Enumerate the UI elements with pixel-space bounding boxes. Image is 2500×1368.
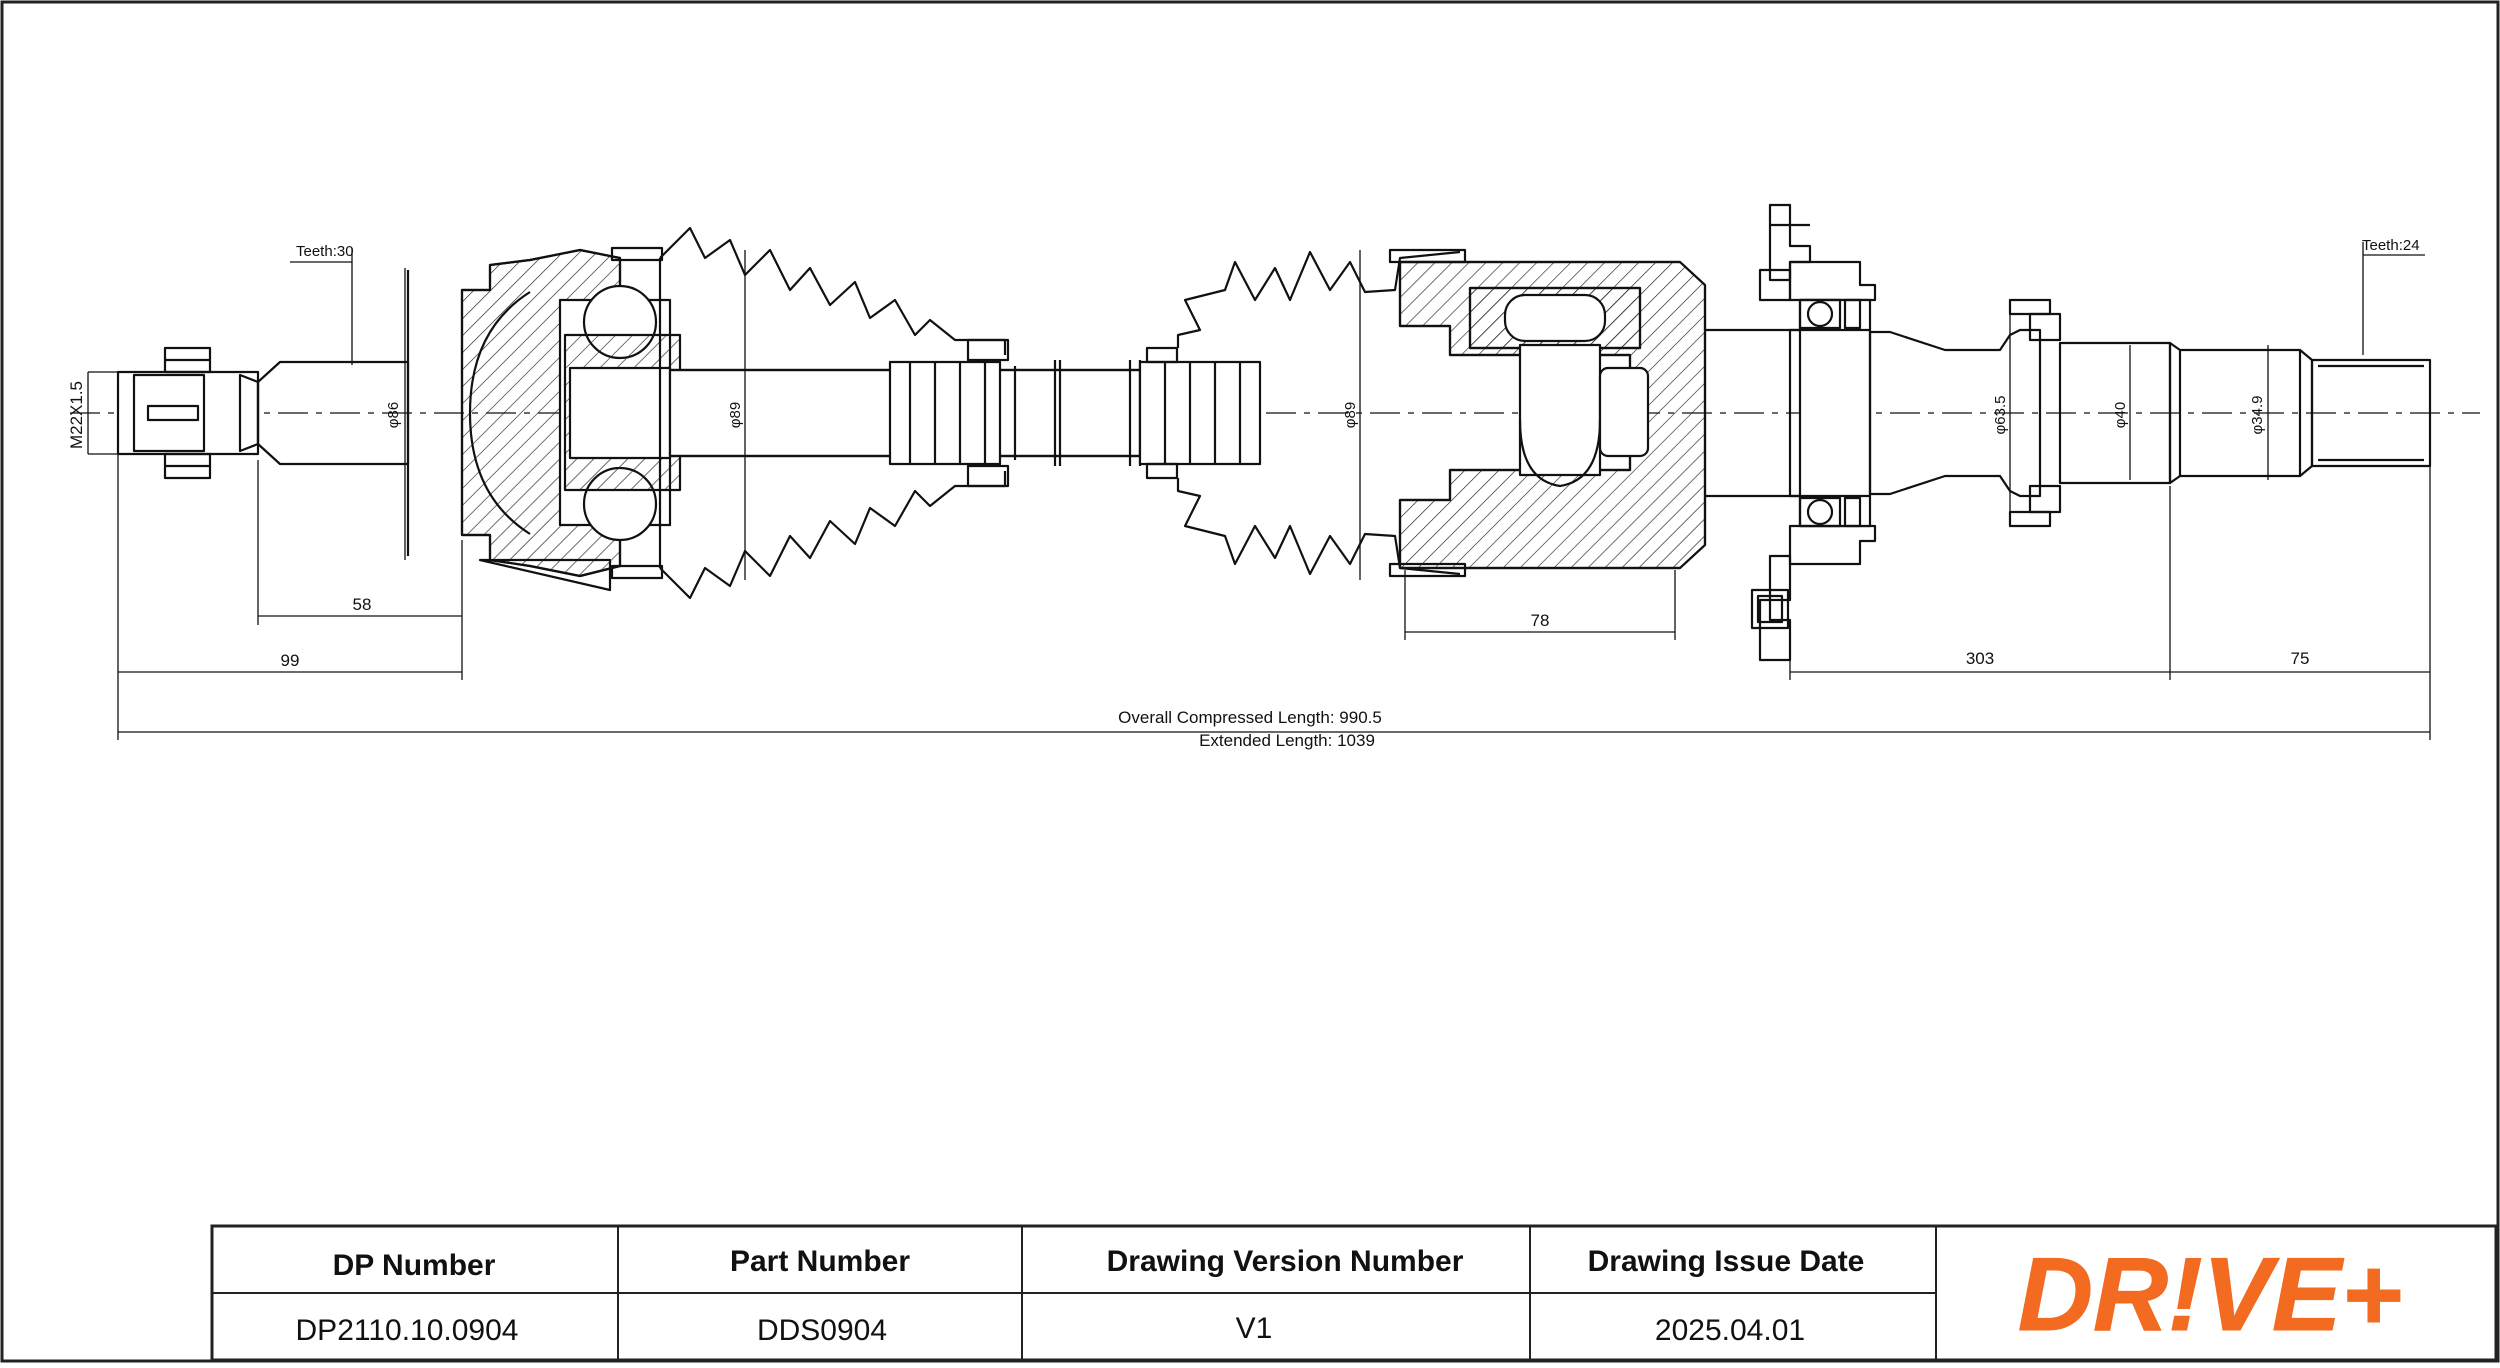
teeth-right-label: Teeth:24 (2362, 237, 2420, 254)
header-drawing-version: Drawing Version Number (1107, 1245, 1464, 1278)
header-drawing-issue-date: Drawing Issue Date (1588, 1245, 1865, 1278)
drive-shaft-drawing (70, 203, 2480, 740)
thread-label: M22X1.5 (67, 381, 86, 449)
value-part-number: DDS0904 (757, 1314, 887, 1347)
dim-d86: φ86 (385, 402, 402, 428)
value-drawing-version: V1 (1236, 1312, 1273, 1345)
dim-58: 58 (353, 595, 372, 614)
dimension-labels: M22X1.5 Teeth:30 Teeth:24 φ86 φ89 φ89 φ6… (67, 237, 2420, 750)
dim-d89-right: φ89 (1342, 402, 1359, 428)
dim-d89-left: φ89 (727, 402, 744, 428)
value-drawing-issue-date: 2025.04.01 (1655, 1314, 1805, 1347)
bearing-bracket (1750, 203, 1877, 662)
dimension-lines (87, 242, 2431, 740)
dim-d34-9: φ34.9 (2249, 396, 2266, 435)
dim-75: 75 (2291, 649, 2310, 668)
intermediate-bar (668, 338, 1262, 488)
value-dp-number: DP2110.10.0904 (296, 1314, 519, 1347)
dim-d40: φ40 (2112, 402, 2129, 428)
teeth-left-label: Teeth:30 (296, 243, 354, 260)
threaded-tip-nut (116, 346, 260, 480)
extended-length: Extended Length: 1039 (1199, 731, 1375, 750)
right-shaft (1868, 298, 2432, 528)
outer-boot (658, 226, 1007, 600)
header-part-number: Part Number (730, 1245, 910, 1278)
dim-78: 78 (1531, 611, 1550, 630)
dim-99: 99 (281, 651, 300, 670)
dim-303: 303 (1966, 649, 1994, 668)
outer-cv-joint (460, 246, 682, 592)
title-block: DP Number Part Number Drawing Version Nu… (210, 1224, 2498, 1362)
dim-d63-5: φ63.5 (1992, 396, 2009, 435)
overall-compressed-length: Overall Compressed Length: 990.5 (1118, 708, 1382, 727)
tripod-housing (1398, 260, 1790, 570)
left-splined-shaft (256, 270, 410, 556)
drive-logo: DR!VE+ (2018, 1237, 2402, 1353)
header-dp-number: DP Number (333, 1249, 496, 1282)
